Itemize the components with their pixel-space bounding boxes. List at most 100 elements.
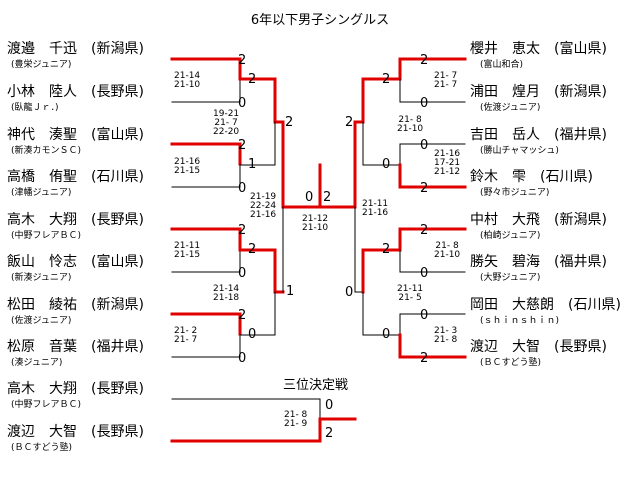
right-player-1-club: (富山和合) bbox=[480, 60, 524, 70]
right-round2-match-2-loser-path bbox=[362, 291, 401, 336]
right-round1-match-2-lines bbox=[398, 143, 467, 189]
result-left-r2-1: 2 bbox=[248, 72, 257, 87]
result-right-r1-2: 0 bbox=[420, 96, 429, 111]
result-right-semifinal-2: 0 bbox=[345, 285, 354, 300]
left-player-4-club: (津幡ジュニア) bbox=[11, 188, 72, 198]
result-final-right: 2 bbox=[323, 190, 332, 205]
result-left-r1-3: 2 bbox=[238, 138, 247, 153]
score-left-r1-2: 21-16 21-15 bbox=[174, 157, 201, 176]
right-round1-match-1-lines bbox=[398, 57, 467, 103]
left-player-3-name: 神代 湊聖 (富山県) bbox=[7, 127, 144, 143]
score-right-r1-2: 21-16 17-21 21-12 bbox=[434, 149, 461, 177]
left-round1-match-3-lines bbox=[170, 227, 242, 273]
left-player-7-club: (佐渡ジュニア) bbox=[11, 316, 72, 326]
left-player-8-club: (湊ジュニア) bbox=[11, 358, 63, 368]
right-player-7-name: 岡田 大慈朗 (石川県) bbox=[470, 297, 621, 313]
right-round1-match-3-lines bbox=[398, 227, 467, 273]
score-left-r1-4: 21- 2 21- 7 bbox=[174, 326, 198, 345]
score-left-r2-2: 21-14 21-18 bbox=[213, 284, 240, 303]
left-player-1-club: (豊栄ジュニア) bbox=[11, 60, 72, 70]
right-player-3-club: (勝山チャマッシュ) bbox=[480, 146, 559, 156]
result-left-r1-4: 0 bbox=[238, 181, 247, 196]
result-third-place-top: 0 bbox=[325, 398, 334, 413]
left-player-3-club: (新湊カモンＳＣ) bbox=[11, 146, 82, 156]
third-place-player-1-club: (中野フレアＢＣ) bbox=[11, 400, 82, 410]
result-left-r2-4: 1 bbox=[286, 284, 295, 299]
result-left-r2-3: 2 bbox=[248, 242, 257, 257]
right-round2-match-2-winner-path bbox=[361, 248, 402, 294]
score-right-r1-3: 21- 8 21-10 bbox=[434, 241, 461, 260]
tournament-title: 6年以下男子シングルス bbox=[250, 13, 390, 28]
result-right-r2-1: 2 bbox=[382, 72, 391, 87]
result-left-r1-6: 0 bbox=[238, 266, 247, 281]
result-right-r2-3: 2 bbox=[382, 242, 391, 257]
result-final-left: 0 bbox=[305, 190, 314, 205]
result-left-r1-7: 2 bbox=[238, 308, 247, 323]
result-right-semifinal-1: 2 bbox=[345, 115, 354, 130]
score-left-r1-1: 21-14 21-10 bbox=[174, 71, 201, 90]
score-right-r1-4: 21- 3 21- 8 bbox=[434, 326, 458, 345]
right-semifinal-winner-path bbox=[353, 120, 365, 209]
right-round1-match-4-lines bbox=[398, 313, 467, 359]
left-semifinal-winner-path bbox=[281, 120, 322, 209]
right-player-8-name: 渡辺 大智 (長野県) bbox=[470, 339, 607, 355]
score-left-r2-1: 19-21 21- 7 22-20 bbox=[213, 109, 240, 137]
result-left-r1-2: 0 bbox=[238, 96, 247, 111]
score-right-r2-1: 21- 8 21-10 bbox=[397, 115, 424, 134]
right-round2-match-1-loser-path bbox=[362, 121, 401, 166]
right-player-4-name: 鈴木 雫 (石川県) bbox=[470, 169, 593, 185]
third-place-title: 三位決定戦 bbox=[283, 378, 349, 393]
score-third-place: 21- 8 21- 9 bbox=[284, 410, 308, 429]
result-right-r2-2: 0 bbox=[382, 157, 391, 172]
left-player-1-name: 渡邉 千迅 (新潟県) bbox=[7, 41, 144, 57]
right-player-6-name: 勝矢 碧海 (福井県) bbox=[470, 254, 607, 270]
third-place-player-2-name: 渡辺 大智 (長野県) bbox=[7, 424, 144, 440]
score-right-r1-1: 21- 7 21- 7 bbox=[434, 71, 458, 90]
result-left-r1-8: 0 bbox=[238, 351, 247, 366]
score-right-r2-2: 21-11 21- 5 bbox=[397, 284, 424, 303]
result-third-place-bottom: 2 bbox=[325, 426, 334, 441]
third-place-player-1-name: 高木 大翔 (長野県) bbox=[7, 381, 144, 397]
third-place-top-line bbox=[171, 398, 321, 420]
left-round1-match-4-lines bbox=[170, 312, 242, 358]
left-player-2-name: 小林 陸人 (長野県) bbox=[7, 84, 144, 100]
left-round2-match-1-winner-path bbox=[273, 77, 285, 124]
left-player-6-name: 飯山 怜志 (富山県) bbox=[7, 254, 144, 270]
result-right-r1-5: 2 bbox=[420, 223, 429, 238]
result-left-semifinal-1: 2 bbox=[285, 115, 294, 130]
right-semifinal-loser-path bbox=[354, 206, 364, 293]
third-place-bottom-line bbox=[170, 417, 322, 443]
result-left-semifinal-2: 0 bbox=[248, 327, 257, 342]
right-player-3-name: 吉田 岳人 (福井県) bbox=[470, 127, 607, 143]
result-right-r2-4: 0 bbox=[382, 327, 391, 342]
score-left-semifinal: 21-19 22-24 21-16 bbox=[250, 192, 277, 220]
right-player-5-club: (柏崎ジュニア) bbox=[480, 231, 541, 241]
result-left-r1-1: 2 bbox=[238, 53, 247, 68]
left-player-7-name: 松田 綾祐 (新潟県) bbox=[7, 297, 144, 313]
result-right-r1-4: 2 bbox=[420, 181, 429, 196]
right-player-5-name: 中村 大飛 (新潟県) bbox=[470, 212, 607, 228]
result-right-r1-3: 0 bbox=[420, 138, 429, 153]
left-player-2-club: (臥龍Ｊｒ．) bbox=[11, 103, 59, 113]
right-round2-match-1-winner-path bbox=[361, 77, 402, 124]
right-player-2-club: (佐渡ジュニア) bbox=[480, 103, 541, 113]
right-player-1-name: 櫻井 恵太 (富山県) bbox=[470, 41, 607, 57]
result-right-r1-8: 2 bbox=[420, 351, 429, 366]
result-right-r1-6: 0 bbox=[420, 266, 429, 281]
score-left-r1-3: 21-11 21-15 bbox=[174, 241, 201, 260]
left-player-8-name: 松原 音葉 (福井県) bbox=[7, 339, 144, 355]
result-left-r1-5: 2 bbox=[238, 223, 247, 238]
left-player-5-club: (中野フレアＢＣ) bbox=[11, 231, 82, 241]
right-player-2-name: 浦田 煌月 (新潟県) bbox=[470, 84, 607, 100]
right-player-6-club: (大野ジュニア) bbox=[480, 273, 541, 283]
result-right-r1-7: 0 bbox=[420, 308, 429, 323]
left-round1-match-2-lines bbox=[170, 142, 242, 188]
left-round2-match-2-winner-path bbox=[273, 248, 285, 294]
right-player-7-club: (ｓｈｉｎｓｈｉｎ) bbox=[480, 316, 560, 326]
right-player-8-club: (ＢＣすどう塾) bbox=[480, 358, 542, 368]
right-player-4-club: (野々市ジュニア) bbox=[480, 188, 550, 198]
score-final: 21-12 21-10 bbox=[302, 214, 329, 233]
third-place-player-2-club: (ＢＣすどう塾) bbox=[11, 443, 73, 453]
left-player-5-name: 高木 大翔 (長野県) bbox=[7, 212, 144, 228]
